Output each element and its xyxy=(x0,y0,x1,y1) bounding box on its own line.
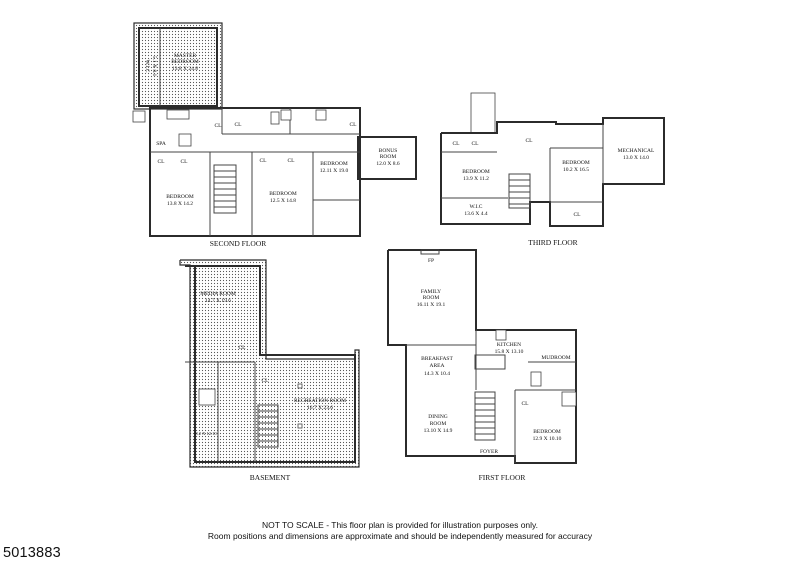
second-floor-caption: SECOND FLOOR xyxy=(210,239,266,248)
wic-label: W.I.C xyxy=(144,60,150,73)
kitchen-dim: 15.8 X 13.10 xyxy=(495,349,524,355)
family-room-label: FAMILY xyxy=(421,289,441,295)
dining-room-label: DINING xyxy=(428,414,448,420)
breakfast-area-dim: 14.3 X 10.4 xyxy=(424,371,450,377)
disclaimer-line-1: NOT TO SCALE - This floor plan is provid… xyxy=(261,520,539,530)
third-wic-dim: 13.6 X 4.4 xyxy=(464,211,487,217)
second-bedroom-3-dim: 12.11 X 19.0 xyxy=(320,168,349,174)
basement-caption: BASEMENT xyxy=(250,473,291,482)
listing-id: 5013883 xyxy=(3,545,61,561)
first-floor-plan: FP FAMILY ROOM 16.11 X 19.1 KITCHEN 15.8… xyxy=(387,249,577,482)
third-wic-label: W.I.C xyxy=(470,204,483,210)
basement-plan: MEDIA ROOM 14.7 X 19.6 CL CL RECREATION … xyxy=(179,259,360,482)
breakfast-area-label-2: AREA xyxy=(430,363,445,369)
spa-label: SPA xyxy=(156,141,166,147)
recreation-room-dim: 16.7 X 23.6 xyxy=(307,405,333,411)
first-cl-1: CL xyxy=(521,401,529,407)
master-bedroom-label: MASTER xyxy=(174,53,197,59)
mechanical-dim: 13.0 X 14.0 xyxy=(623,155,649,161)
second-cl-3: CL xyxy=(349,122,357,128)
third-cl-2: CL xyxy=(471,141,479,147)
family-room-dim: 16.11 X 19.1 xyxy=(417,302,446,308)
foyer-label: FOYER xyxy=(480,449,498,455)
second-cl-5: CL xyxy=(180,159,188,165)
bonus-room-label: BONUS xyxy=(379,148,398,154)
fireplace-label: FP xyxy=(428,258,434,264)
dining-room-dim: 13.10 X 14.9 xyxy=(424,428,453,434)
third-bedroom-2-dim: 10.2 X 16.5 xyxy=(563,167,589,173)
second-bedroom-3-label: BEDROOM xyxy=(320,161,348,167)
media-room-dim: 14.7 X 19.6 xyxy=(205,298,231,304)
family-room-label-2: ROOM xyxy=(423,295,440,301)
second-bedroom-2-label: BEDROOM xyxy=(269,191,297,197)
third-cl-4: CL xyxy=(573,212,581,218)
kitchen-label: KITCHEN xyxy=(497,342,521,348)
dining-room-label-2: ROOM xyxy=(430,421,447,427)
bonus-room-label-2: ROOM xyxy=(380,154,397,160)
third-cl-1: CL xyxy=(452,141,460,147)
mudroom-label: MUDROOM xyxy=(541,355,570,361)
third-floor-caption: THIRD FLOOR xyxy=(528,238,577,247)
disclaimer-line-2: Room positions and dimensions are approx… xyxy=(207,531,593,541)
third-floor-plan: CL CL CL CL BEDROOM 13.9 X 11.2 BEDROOM … xyxy=(440,92,665,247)
second-floor-plan: MASTER BEDROOM 13.8 X 24.8 W.I.C 5.1 X 8… xyxy=(132,22,417,248)
third-bedroom-1-dim: 13.9 X 11.2 xyxy=(463,176,489,182)
first-bedroom-dim: 12.9 X 10.10 xyxy=(533,436,562,442)
second-bedroom-1-label: BEDROOM xyxy=(166,194,194,200)
basement-cl-1: CL xyxy=(238,345,246,351)
third-bedroom-1-label: BEDROOM xyxy=(462,169,490,175)
media-room-label: MEDIA ROOM xyxy=(200,291,236,297)
second-bedroom-1-dim: 13.8 X 14.2 xyxy=(167,201,193,207)
master-bedroom-label-2: BEDROOM xyxy=(171,59,199,65)
wic-dim: 5.1 X 8.1 xyxy=(151,56,157,77)
second-bedroom-2-dim: 12.5 X 14.8 xyxy=(270,198,296,204)
mechanical-label: MECHANICAL xyxy=(618,148,655,154)
second-cl-4: CL xyxy=(157,159,165,165)
first-floor-caption: FIRST FLOOR xyxy=(479,473,526,482)
first-bedroom-label: BEDROOM xyxy=(533,429,561,435)
second-cl-6: CL xyxy=(259,158,267,164)
second-cl-1: CL xyxy=(214,123,222,129)
second-cl-2: CL xyxy=(234,122,242,128)
basement-cl-2: CL xyxy=(261,378,269,384)
breakfast-area-label: BREAKFAST xyxy=(421,356,453,362)
recreation-room-label: RECREATION ROOM xyxy=(294,398,346,404)
bonus-room-dim: 12.0 X 8.6 xyxy=(376,161,399,167)
third-bedroom-2-label: BEDROOM xyxy=(562,160,590,166)
basement-small-room-dim: 8.2 X 12.10 xyxy=(195,431,217,436)
second-cl-7: CL xyxy=(287,158,295,164)
master-bedroom-dim: 13.8 X 24.8 xyxy=(172,66,198,72)
third-cl-3: CL xyxy=(525,138,533,144)
